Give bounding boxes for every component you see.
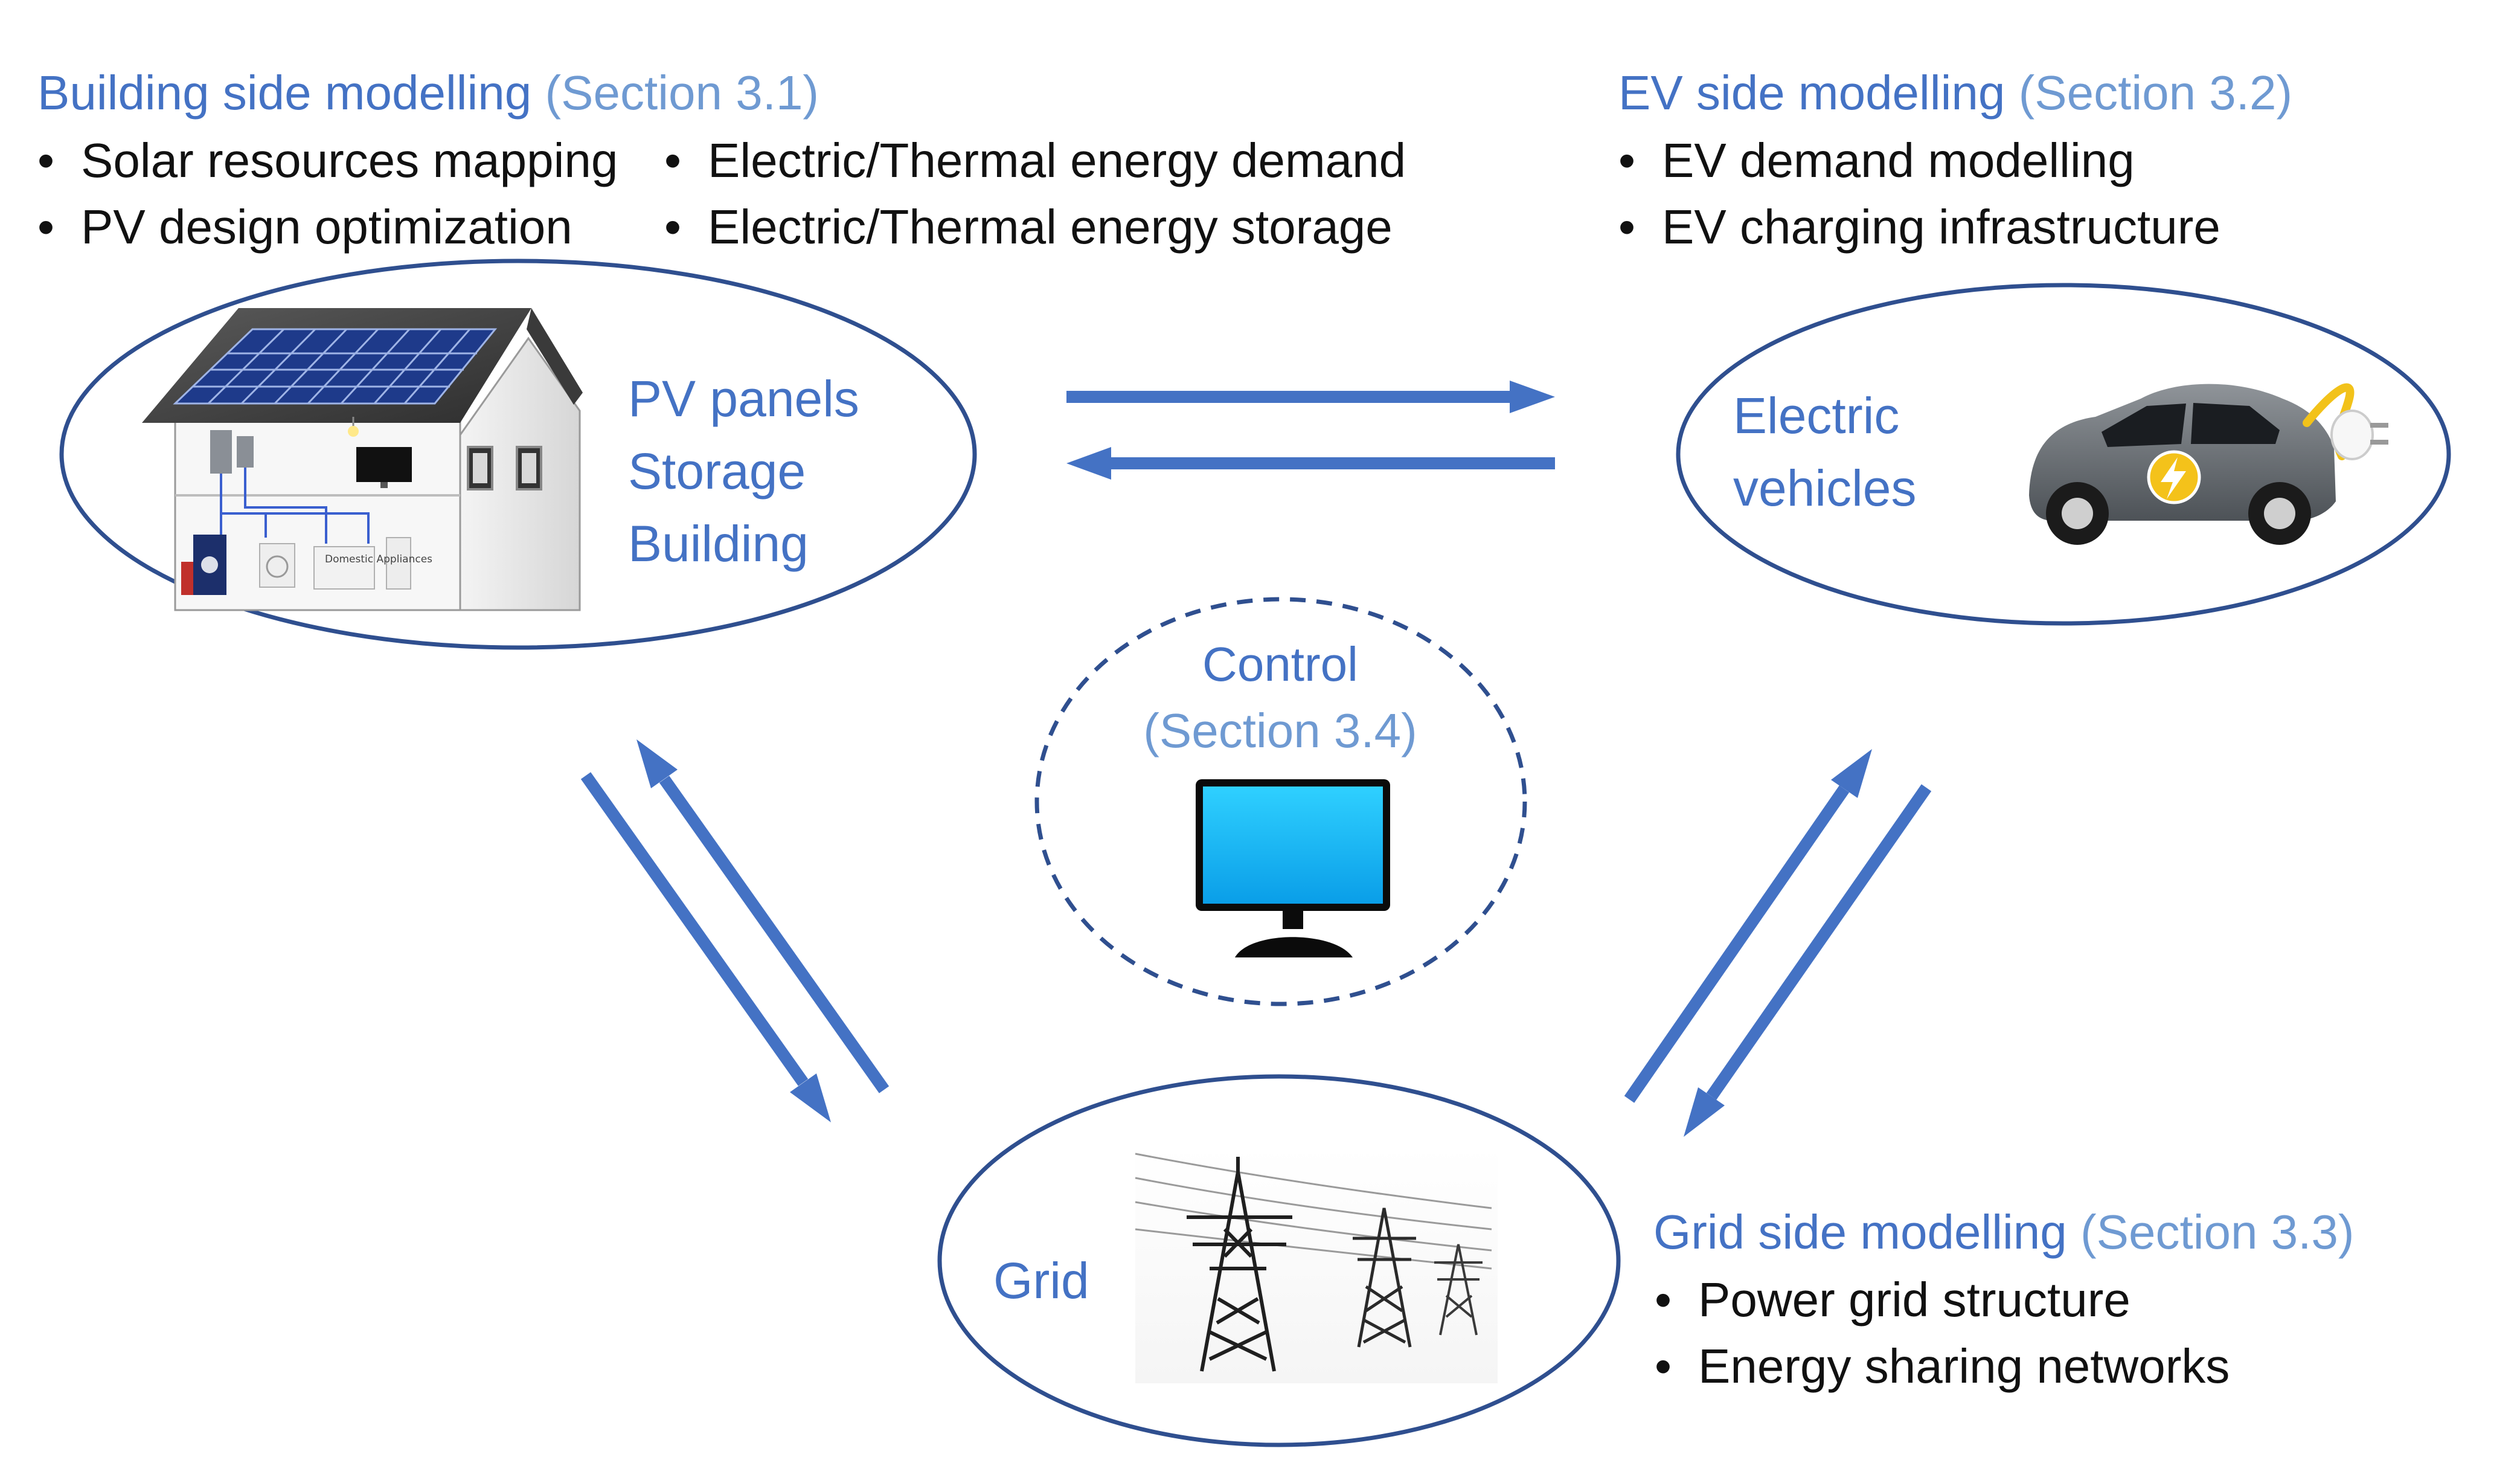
building-bullet-text: Electric/Thermal energy storage (708, 200, 1393, 254)
node-label-vehicles: vehicles (1733, 460, 1917, 516)
control-title: Control (1202, 637, 1358, 691)
power-pylons-icon (1135, 1148, 1498, 1383)
bullet-dot: • (37, 200, 55, 254)
node-label-electric: Electric (1733, 387, 1900, 444)
monitor-icon (1196, 779, 1390, 957)
grid-bullet-1: • Power grid structure (1655, 1276, 2130, 1324)
bullet-dot: • (1655, 1339, 1672, 1393)
node-label-pv-panels: PV panels (628, 370, 859, 427)
appliances-caption: Domestic Appliances (325, 553, 433, 565)
bullet-dot: • (664, 133, 682, 187)
ev-heading-section: (Section 3.2) (2018, 66, 2293, 120)
building-bullet-text: PV design optimization (81, 200, 572, 254)
grid-heading-section: (Section 3.3) (2080, 1205, 2355, 1259)
control-section: (Section 3.4) (1143, 704, 1417, 757)
bullet-dot: • (664, 200, 682, 254)
grid-node-ellipse (937, 1074, 1621, 1447)
grid-bullet-text: Power grid structure (1698, 1273, 2130, 1327)
bullet-dot: • (37, 133, 55, 187)
arrow-building-to-grid (580, 772, 831, 1122)
building-heading-title: Building side modelling (37, 66, 532, 120)
ev-node-labels: Electric vehicles (1733, 379, 1916, 524)
building-bullet-3: •Electric/Thermal energy demand (664, 137, 1406, 185)
grid-heading: Grid side modelling (Section 3.3) (1653, 1208, 2355, 1256)
building-bullet-1: •Solar resources mapping (37, 137, 618, 185)
arrow-ev-to-building (1066, 447, 1555, 480)
building-bullet-4: • Electric/Thermal energy storage (664, 203, 1393, 251)
house-solar-icon (142, 308, 583, 611)
node-label-storage: Storage (628, 443, 806, 500)
ev-bullet-text: EV charging infrastructure (1662, 200, 2220, 254)
building-bullet-2: • PV design optimization (37, 203, 572, 251)
ev-bullet-text: EV demand modelling (1662, 133, 2135, 187)
ev-heading-title: EV side modelling (1618, 66, 2005, 120)
grid-heading-title: Grid side modelling (1653, 1205, 2067, 1259)
building-heading: Building side modelling (Section 3.1) (37, 69, 819, 117)
node-label-grid: Grid (993, 1252, 1089, 1309)
arrow-grid-to-ev (1624, 749, 1872, 1103)
building-bullet-text: Electric/Thermal energy demand (708, 133, 1406, 187)
building-heading-section: (Section 3.1) (545, 66, 819, 120)
bullet-dot: • (1655, 1273, 1672, 1327)
grid-bullet-2: • Energy sharing networks (1655, 1342, 2230, 1391)
control-labels: Control (Section 3.4) (1123, 631, 1437, 764)
control-node-ellipse (1034, 597, 1527, 1006)
grid-bullet-text: Energy sharing networks (1698, 1339, 2230, 1393)
ev-heading: EV side modelling (Section 3.2) (1618, 69, 2292, 117)
bullet-dot: • (1618, 133, 1636, 187)
node-label-building: Building (628, 515, 809, 572)
electric-car-icon (2029, 383, 2388, 545)
arrow-ev-to-grid (1684, 784, 1932, 1137)
building-bullet-text: Solar resources mapping (81, 133, 618, 187)
bullet-dot: • (1618, 200, 1636, 254)
ev-bullet-1: •EV demand modelling (1618, 137, 2135, 185)
ev-bullet-2: • EV charging infrastructure (1618, 203, 2220, 251)
building-node-ellipse (59, 259, 977, 650)
building-node-labels: PV panels Storage Building (628, 362, 859, 580)
arrow-building-to-ev (1066, 381, 1555, 413)
ev-node-ellipse (1676, 283, 2451, 626)
arrow-grid-to-building (636, 739, 890, 1093)
